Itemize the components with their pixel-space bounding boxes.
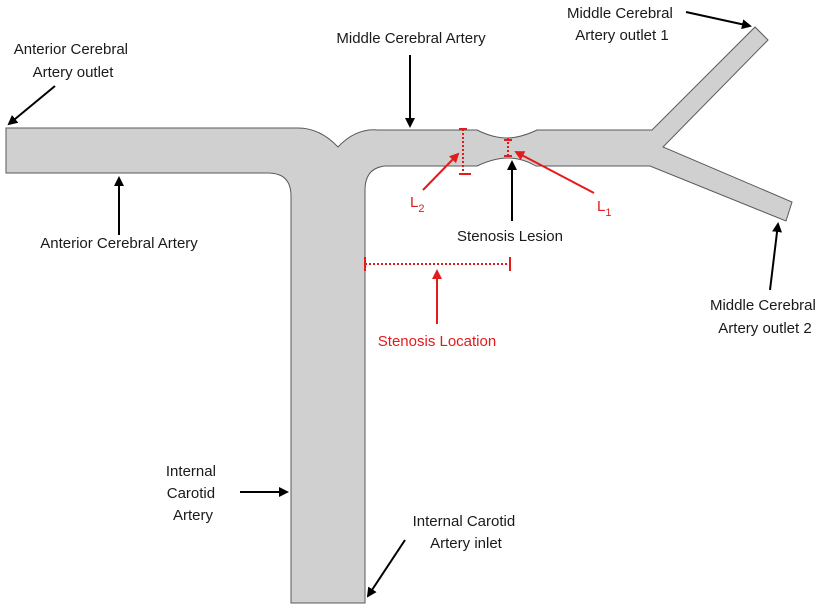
l2-arrow xyxy=(422,152,460,191)
mca-outlet-2-arrow xyxy=(769,222,783,291)
ica-inlet-label: Internal Carotid Artery inlet xyxy=(413,513,520,552)
aca-outlet-label: Anterior Cerebral Artery outlet xyxy=(14,41,132,81)
ica-inlet-arrow xyxy=(366,539,406,598)
mca-label: Middle Cerebral Artery xyxy=(336,30,486,47)
stenosis-location-label: Stenosis Location xyxy=(378,333,496,350)
ica-label: Internal Carotid Artery xyxy=(166,463,220,524)
mca-outlet-2-label: Middle Cerebral Artery outlet 2 xyxy=(710,297,820,337)
vessel-geometry xyxy=(5,26,793,604)
mca-outlet-1-label: Middle Cerebral Artery outlet 1 xyxy=(567,5,677,44)
red-measures xyxy=(364,128,595,324)
l2-label: L2 xyxy=(410,194,424,215)
aca-label: Anterior Cerebral Artery xyxy=(40,235,198,252)
stenosis-lesion-label: Stenosis Lesion xyxy=(457,228,563,245)
black-arrows xyxy=(7,11,783,598)
l1-label: L1 xyxy=(597,198,611,219)
mca-outlet-1-arrow xyxy=(685,11,752,30)
aca-outlet-arrow xyxy=(7,85,56,126)
l1-arrow xyxy=(514,151,595,194)
